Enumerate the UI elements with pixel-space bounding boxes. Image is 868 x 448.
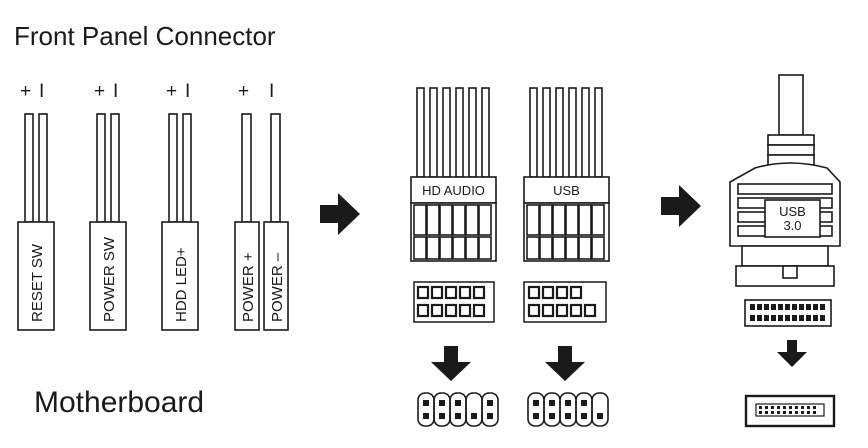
motherboard-usb-header [527,392,609,427]
usb3-label-line2: 3.0 [783,218,801,233]
polarity-marks: + I + I + I + I [20,81,274,102]
usb3-pins [750,304,825,321]
connector-power-plus [234,113,260,331]
arrow-right-icon [661,185,701,227]
polarity-minus-reset: I [39,81,44,102]
usb3-connector [729,74,841,327]
polarity-plus-reset: + [20,81,31,102]
connector-label-reset-sw: RESET SW [29,243,46,322]
connector-reset-sw [17,113,55,331]
polarity-minus-power: I [269,81,274,102]
polarity-plus-power-sw: + [94,81,105,102]
arrow-down-icon [431,346,471,381]
arrow-right-icon [320,193,360,235]
usb-label: USB [553,183,580,198]
hd-audio-label: HD AUDIO [422,183,485,198]
arrow-down-icon [777,340,807,367]
polarity-minus-power-sw: I [113,81,118,102]
connector-label-power-minus: POWER – [269,252,286,322]
connector-label-hdd-led: HDD LED+ [173,247,190,322]
usb3-label-line1: USB [779,204,806,219]
connector-power-minus [263,113,289,331]
polarity-plus-power: + [238,81,249,102]
connector-hdd-led [161,113,199,331]
arrow-down-icon [545,346,585,381]
hd-audio-pin-block [413,281,495,323]
usb-wires [529,87,603,178]
usb-connector [523,87,610,262]
connector-label-power-sw: POWER SW [101,236,118,322]
hd-audio-wires [416,87,490,178]
polarity-minus-hdd: I [185,81,190,102]
motherboard-label: Motherboard [34,386,204,419]
usb-pin-block [523,281,607,323]
polarity-plus-hdd: + [166,81,177,102]
connector-label-power-plus: POWER + [240,252,257,322]
motherboard-usb3-header [744,394,836,428]
connector-power-sw [89,113,127,331]
motherboard-hd-audio-header [417,392,499,427]
diagram-title: Front Panel Connector [14,21,276,51]
hd-audio-connector [410,87,497,262]
